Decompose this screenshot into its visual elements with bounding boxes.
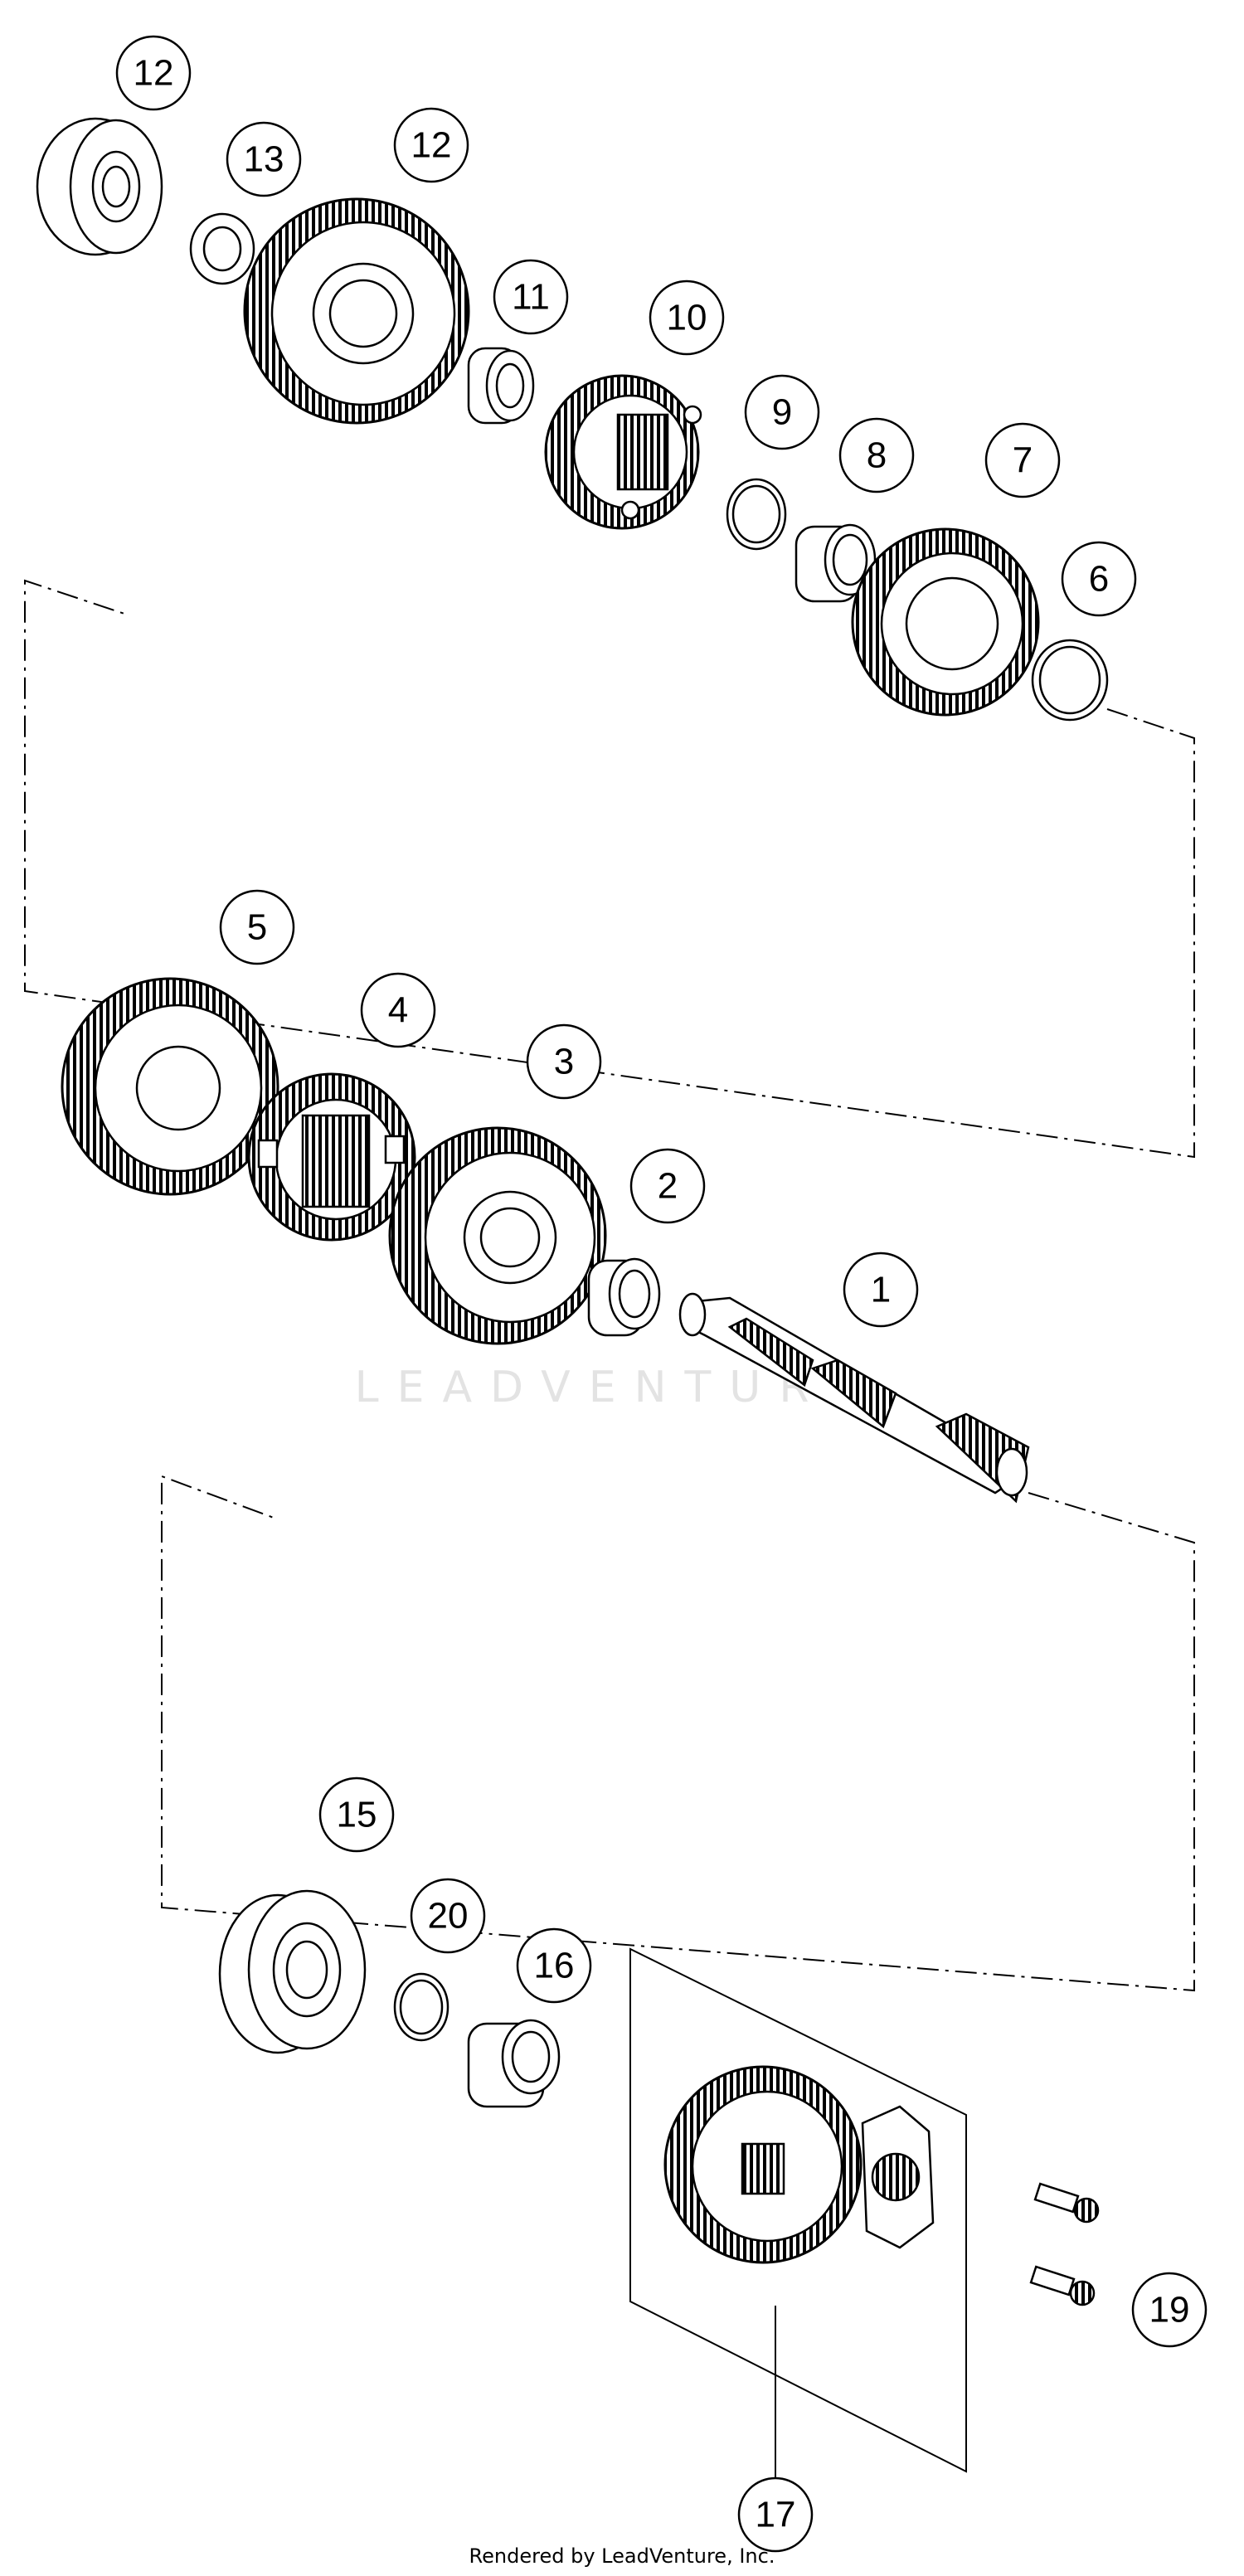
svg-text:20: 20: [428, 1896, 469, 1937]
svg-text:13: 13: [244, 139, 284, 180]
svg-text:5: 5: [247, 907, 267, 948]
gear-part-12: [243, 197, 470, 425]
locking-plate: [861, 2105, 935, 2249]
svg-text:9: 9: [772, 392, 792, 433]
bushing-part-11: [467, 347, 535, 425]
svg-text:12: 12: [134, 53, 174, 94]
gear-part-3: [388, 1126, 607, 1345]
callout-8: 8: [838, 417, 915, 493]
callout-20: 20: [410, 1878, 486, 1954]
svg-text:2: 2: [658, 1166, 678, 1207]
bushing-part-16: [467, 2019, 561, 2108]
callout-9: 9: [744, 374, 820, 450]
gear-part-10: [544, 374, 702, 530]
callout-14: 12: [115, 35, 192, 111]
bushing-part-2: [587, 1257, 661, 1337]
svg-text:15: 15: [337, 1795, 377, 1835]
gear-part-5: [61, 977, 279, 1196]
sprocket-group-box: [629, 1947, 967, 2473]
callout-12: 12: [393, 107, 469, 183]
svg-text:8: 8: [867, 435, 887, 476]
svg-text:16: 16: [534, 1946, 575, 1986]
svg-text:10: 10: [667, 298, 707, 338]
callout-19: 19: [1131, 2272, 1208, 2348]
svg-text:6: 6: [1089, 559, 1109, 600]
gear-part-7: [851, 527, 1040, 717]
gear-part-4: [247, 1072, 416, 1242]
callout-7: 7: [984, 422, 1061, 498]
svg-text:12: 12: [411, 125, 452, 166]
bearing-part-15: [218, 1889, 367, 2054]
bushing-part-8: [795, 523, 877, 603]
callout-13: 13: [226, 121, 302, 197]
svg-text:4: 4: [388, 990, 408, 1031]
shaft-part-1: [678, 1292, 1030, 1504]
bearing-part-14: [36, 117, 163, 256]
callout-15: 15: [318, 1776, 395, 1853]
sprocket-part-17: [663, 2065, 863, 2264]
circlip-part-9: [726, 478, 787, 551]
callout-2: 2: [629, 1148, 706, 1224]
callout-4: 4: [360, 972, 436, 1048]
svg-text:11: 11: [512, 277, 550, 318]
assembly-guide-lower: [161, 1475, 1195, 1992]
callout-6: 6: [1061, 541, 1137, 617]
svg-text:17: 17: [756, 2495, 796, 2535]
svg-text:19: 19: [1149, 2290, 1190, 2331]
credit-text: Rendered by LeadVenture, Inc.: [469, 2544, 775, 2568]
callout-3: 3: [526, 1023, 602, 1100]
callout-11: 11: [493, 259, 569, 335]
callout-17: 17: [737, 2476, 814, 2553]
callout-16: 16: [516, 1927, 592, 2004]
ring-part-6: [1031, 639, 1109, 722]
callout-1: 1: [843, 1252, 919, 1328]
svg-text:7: 7: [1013, 440, 1033, 481]
callout-5: 5: [219, 889, 295, 965]
callout-10: 10: [649, 279, 725, 356]
svg-text:3: 3: [554, 1042, 574, 1082]
svg-text:1: 1: [871, 1270, 891, 1310]
bolts-part-19: [1029, 2182, 1100, 2306]
ring-part-20: [393, 1972, 449, 2042]
washer-part-13: [189, 212, 255, 285]
assembly-guide-upper: [24, 579, 1195, 1159]
